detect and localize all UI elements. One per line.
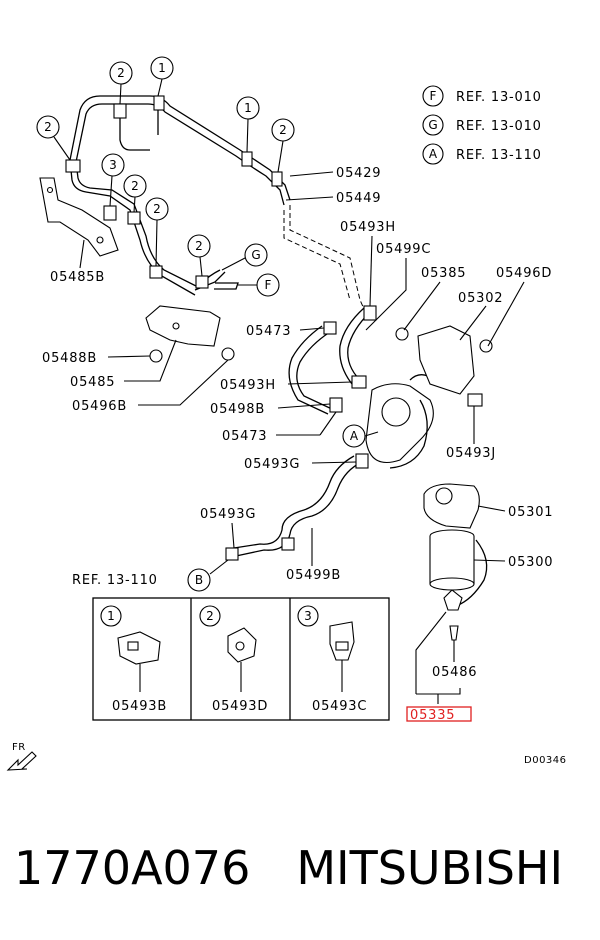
bracket-05485b — [39, 177, 119, 257]
part-caption: 1770A076 MITSUBISHI — [14, 838, 594, 898]
label-05302: 05302 — [458, 291, 503, 306]
svg-text:G: G — [251, 248, 260, 262]
label-05485: 05485 — [70, 375, 115, 390]
label-05335: 05335 — [410, 708, 455, 723]
svg-text:A: A — [350, 429, 359, 443]
callout-circle-2: 2 — [109, 61, 133, 105]
hose-group-middle — [288, 305, 377, 415]
svg-text:A: A — [429, 147, 438, 161]
bracket-05485 — [145, 305, 235, 363]
svg-text:B: B — [195, 573, 203, 587]
highlight-box-05335 — [406, 706, 472, 722]
label-05473-a: 05473 — [246, 324, 291, 339]
clip-type-3: 3 05493C — [297, 605, 367, 714]
drawing-id: D00346 — [524, 755, 567, 766]
callout-circle-2: 2 — [145, 197, 169, 267]
svg-text:2: 2 — [195, 239, 203, 253]
label-05493h-top: 05493H — [340, 220, 396, 235]
reference-legend: F REF. 13-010 G REF. 13-010 A REF. 13-11… — [422, 85, 542, 165]
label-05488b: 05488B — [42, 351, 97, 366]
label-05493g-b: 05493G — [200, 507, 256, 522]
label-ref-13-110: REF. 13-110 — [72, 573, 158, 588]
label-05493j: 05493J — [446, 446, 496, 461]
front-arrow-icon — [6, 751, 37, 771]
label-05498b: 05498B — [210, 402, 265, 417]
callout-circle-1: 1 — [150, 56, 174, 97]
ref-item-g: G REF. 13-010 — [422, 114, 542, 136]
svg-text:2: 2 — [153, 202, 161, 216]
callout-circle-a: A — [342, 424, 379, 448]
clip-type-2: 2 05493D — [199, 605, 268, 714]
label-05499b: 05499B — [286, 568, 341, 583]
callout-circle-2: 2 — [123, 174, 147, 213]
callout-circle-f: F — [238, 273, 280, 297]
label-05300: 05300 — [508, 555, 553, 570]
svg-text:05493B: 05493B — [112, 699, 167, 714]
svg-text:F: F — [430, 89, 437, 103]
label-05496b: 05496B — [72, 399, 127, 414]
svg-text:2: 2 — [117, 66, 125, 80]
valve-assembly — [365, 325, 493, 469]
svg-text:05493C: 05493C — [312, 699, 367, 714]
svg-text:FR: FR — [12, 742, 26, 753]
part-number: 1770A076 — [14, 841, 251, 895]
part-labels: 05429 05449 05485B 05493H 05499C 05385 0… — [42, 166, 553, 723]
label-05493h-mid: 05493H — [220, 378, 276, 393]
label-05429: 05429 — [336, 166, 381, 181]
fuel-filter-assembly — [423, 483, 488, 641]
svg-text:G: G — [428, 118, 437, 132]
hose-group-lower — [225, 453, 369, 561]
label-05385: 05385 — [421, 266, 466, 281]
callout-circle-2: 2 — [187, 234, 211, 277]
svg-text:1: 1 — [244, 101, 252, 115]
svg-text:2: 2 — [279, 123, 287, 137]
svg-text:1: 1 — [107, 609, 115, 623]
label-05486: 05486 — [432, 665, 477, 680]
label-05485b: 05485B — [50, 270, 105, 285]
label-05473-b: 05473 — [222, 429, 267, 444]
svg-text:2: 2 — [44, 120, 52, 134]
label-05496d: 05496D — [496, 266, 552, 281]
svg-text:REF. 13-010: REF. 13-010 — [456, 90, 542, 105]
label-05301: 05301 — [508, 505, 553, 520]
callout-circle-3: 3 — [101, 153, 125, 207]
svg-text:REF. 13-010: REF. 13-010 — [456, 119, 542, 134]
svg-text:F: F — [265, 278, 272, 292]
callout-circle-2: 2 — [271, 118, 295, 173]
svg-text:05493D: 05493D — [212, 699, 268, 714]
callouts: 1 2 1 2 2 3 2 — [36, 56, 379, 592]
callout-circle-g: G — [221, 243, 268, 271]
ref-item-a: A REF. 13-110 — [422, 143, 542, 165]
clip-inset-box: 1 05493B 2 05493D 3 05493C — [92, 597, 390, 721]
svg-text:3: 3 — [109, 158, 117, 172]
callout-circle-2: 2 — [36, 115, 71, 161]
front-indicator: FR — [6, 742, 37, 771]
clip-type-1: 1 05493B — [100, 605, 167, 714]
label-05493g-a: 05493G — [244, 457, 300, 472]
svg-text:3: 3 — [304, 609, 312, 623]
svg-text:1: 1 — [158, 61, 166, 75]
callout-circle-1: 1 — [236, 96, 260, 153]
label-05499c: 05499C — [376, 242, 431, 257]
manufacturer-name: MITSUBISHI — [296, 841, 564, 895]
ref-item-f: F REF. 13-010 — [422, 85, 542, 107]
svg-text:2: 2 — [131, 179, 139, 193]
svg-text:2: 2 — [206, 609, 214, 623]
fuel-pipe-bundle — [65, 95, 291, 296]
callout-circle-b: B — [187, 559, 229, 592]
fuel-line-diagram: F REF. 13-010 G REF. 13-010 A REF. 13-11… — [6, 56, 567, 771]
svg-text:REF. 13-110: REF. 13-110 — [456, 148, 542, 163]
label-05449: 05449 — [336, 191, 381, 206]
